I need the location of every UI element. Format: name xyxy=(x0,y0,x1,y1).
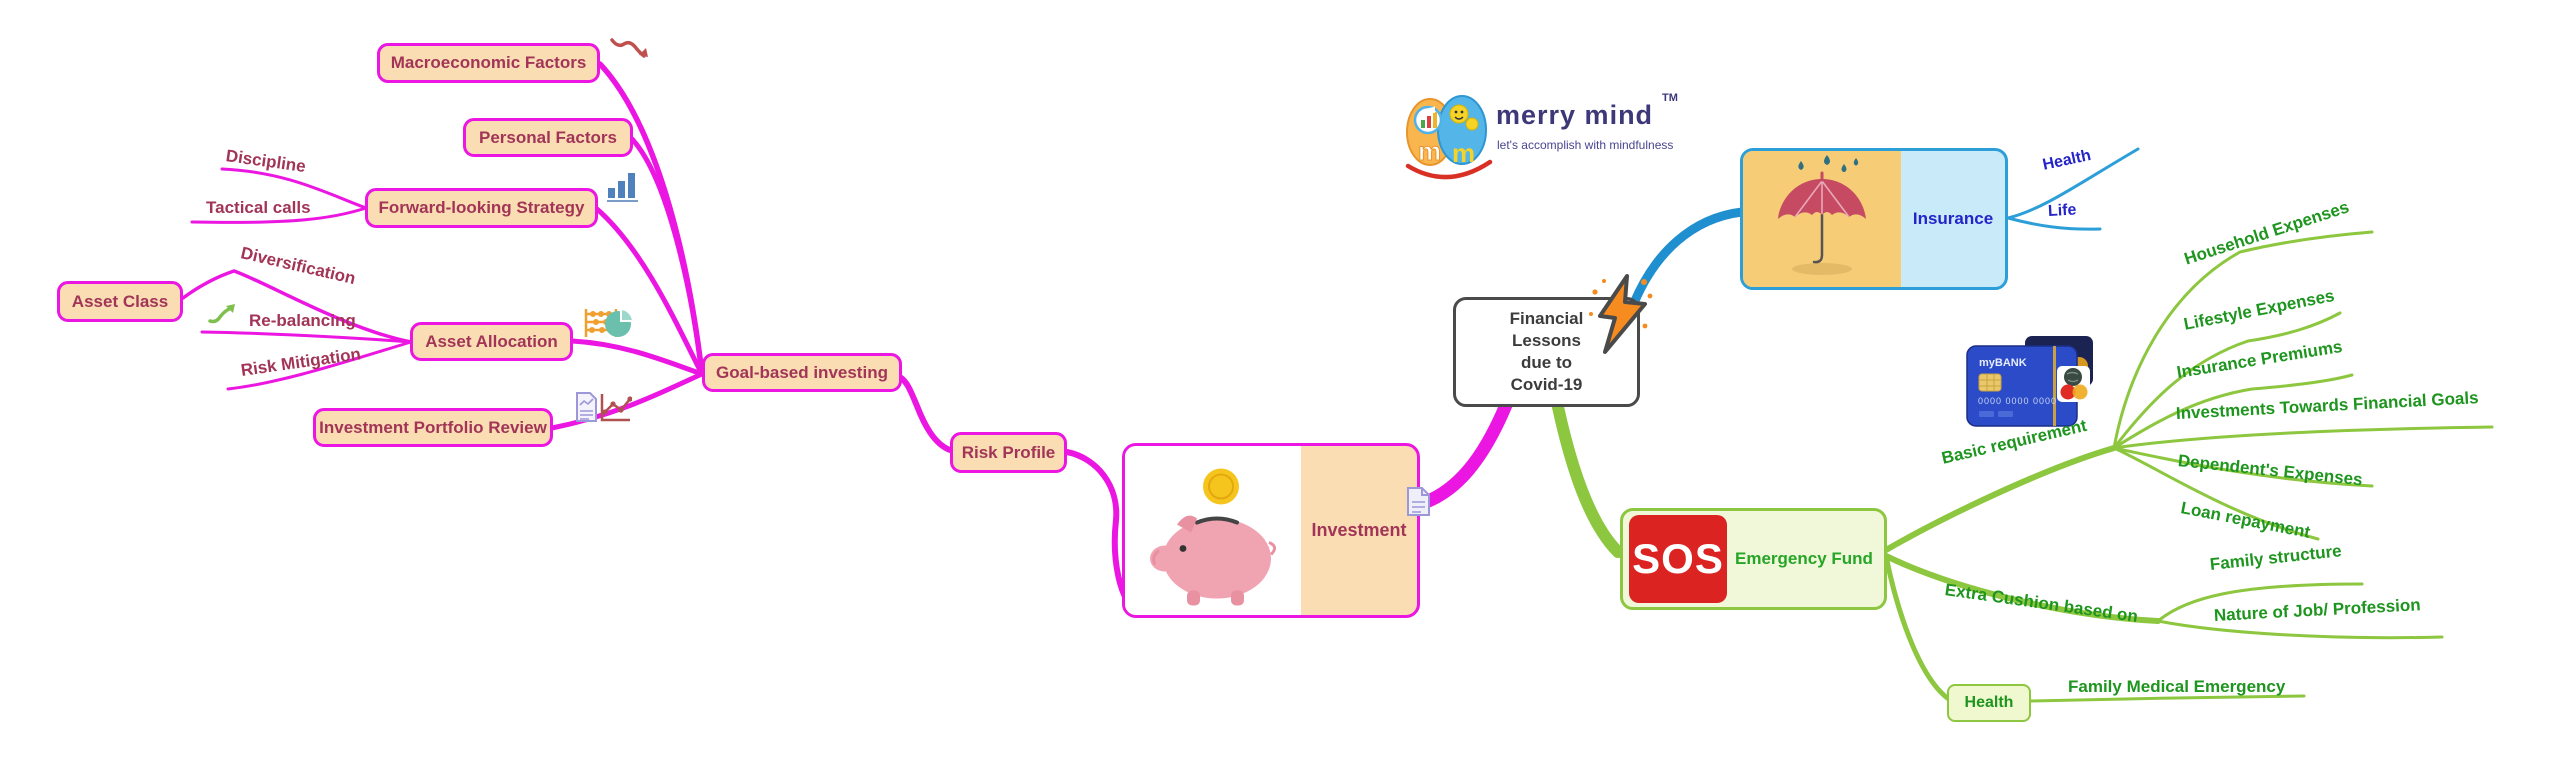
node-insurance[interactable]: Insurance xyxy=(1740,148,2008,290)
umbrella-image xyxy=(1743,151,1901,287)
piggy-bank-image xyxy=(1125,446,1301,615)
investment-label: Investment xyxy=(1311,520,1407,540)
label-life-insurance[interactable]: Life xyxy=(2047,201,2077,220)
brand-logo: m m merry mind TM let's accomplish with … xyxy=(1404,88,1734,193)
svg-text:m: m xyxy=(1452,138,1475,168)
credit-card-image: myBANK 0000 0000 0000 xyxy=(1966,336,2093,427)
svg-text:0000 0000 0000: 0000 0000 0000 xyxy=(1978,396,2057,406)
pie-chart-icon xyxy=(605,307,635,337)
brand-tagline: let's accomplish with mindfulness xyxy=(1497,138,1674,152)
node-investment[interactable]: Investment xyxy=(1122,443,1420,618)
emergency-fund-label: Emergency Fund xyxy=(1735,549,1873,568)
bar-chart-icon xyxy=(607,173,638,202)
node-emergency-fund[interactable]: SOS Emergency Fund xyxy=(1620,508,1887,610)
node-risk-profile[interactable]: Risk Profile xyxy=(950,432,1067,473)
label-re-balancing[interactable]: Re-balancing xyxy=(249,311,356,330)
sos-badge: SOS xyxy=(1629,515,1727,603)
trend-up-icon xyxy=(208,304,235,324)
line-chart-icon xyxy=(600,394,632,422)
brand-name: merry mind xyxy=(1496,100,1654,130)
node-goal-based-investing[interactable]: Goal-based investing xyxy=(702,353,902,392)
trend-down-icon xyxy=(610,38,648,58)
node-asset-class[interactable]: Asset Class xyxy=(57,281,183,322)
label-family-medical-emergency[interactable]: Family Medical Emergency xyxy=(2068,677,2286,696)
document-chart-icon xyxy=(576,392,597,422)
brain-logo-icon: m m xyxy=(1405,95,1493,180)
document-icon xyxy=(1407,487,1430,516)
node-health[interactable]: Health xyxy=(1947,684,2031,722)
svg-text:m: m xyxy=(1418,136,1441,166)
node-personal-factors[interactable]: Personal Factors xyxy=(463,118,633,157)
node-asset-allocation[interactable]: Asset Allocation xyxy=(410,322,573,361)
node-macroeconomic-factors[interactable]: Macroeconomic Factors xyxy=(377,43,600,83)
node-investment-portfolio-review[interactable]: Investment Portfolio Review xyxy=(313,408,553,447)
card-bank-name: myBANK xyxy=(1979,357,2027,369)
insurance-label: Insurance xyxy=(1912,209,1994,228)
lightning-bolt-icon xyxy=(1589,274,1653,354)
node-forward-looking-strategy[interactable]: Forward-looking Strategy xyxy=(365,188,598,228)
label-tactical-calls[interactable]: Tactical calls xyxy=(206,198,311,217)
brand-trademark: TM xyxy=(1662,92,1678,104)
